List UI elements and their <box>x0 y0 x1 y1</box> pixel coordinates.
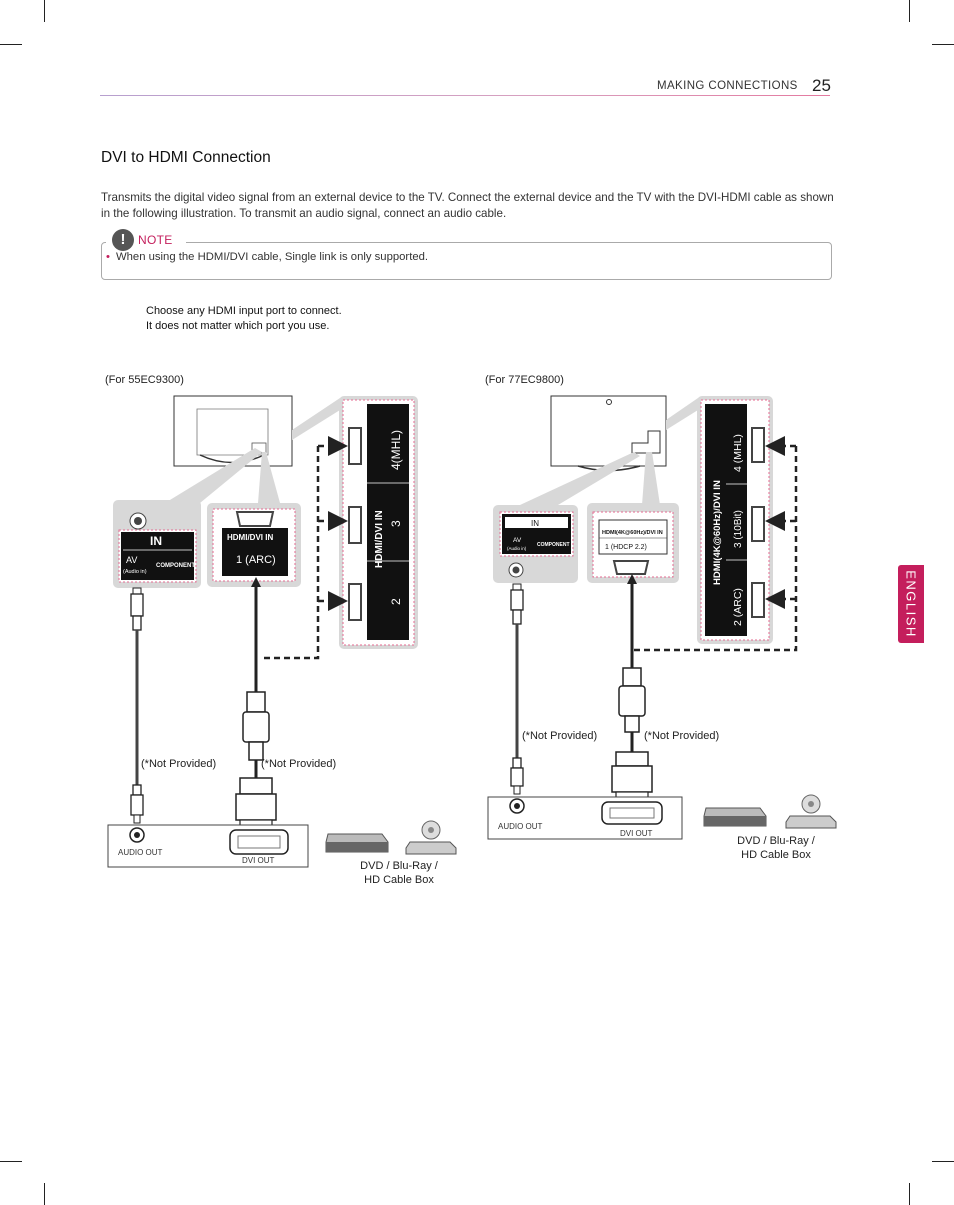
tv-rear-illustration <box>173 395 293 467</box>
right-diagram-caption: (For 77EC9800) <box>485 374 564 386</box>
dvi-out-label: DVI OUT <box>620 829 653 838</box>
side-port-3: 3 <box>389 520 403 527</box>
not-provided-hdmi-cable: (*Not Provided) <box>644 730 720 742</box>
audio-in-label: (Audio in) <box>123 569 147 575</box>
hdmi-1-panel: HDMI(4K@60Hz)/DVI IN 1 (HDCP 2.2) <box>587 503 679 583</box>
in-label: IN <box>531 519 539 528</box>
hdmi-port-number: 1 (HDCP 2.2) <box>605 544 647 551</box>
right-connection-diagram: IN AV (Audio in) COMPONENT HDMI(4K@60Hz)… <box>487 395 798 840</box>
header-rule <box>100 95 830 96</box>
note-box <box>101 242 832 280</box>
crop-mark <box>44 1183 45 1205</box>
external-device-panel <box>107 824 309 868</box>
note-item-text: When using the HDMI/DVI cable, Single li… <box>115 251 429 263</box>
not-provided-audio-cable: (*Not Provided) <box>141 758 217 770</box>
hdmi-port-number: 1 (ARC) <box>236 554 276 566</box>
crop-mark <box>909 1183 910 1205</box>
av-label: AV <box>513 537 522 544</box>
note-item: • When using the HDMI/DVI cable, Single l… <box>106 251 428 263</box>
in-label: IN <box>150 534 162 548</box>
crop-mark <box>0 1161 22 1162</box>
hdmi-side-panel: HDMI(4K@60Hz)/DVI IN 4 (MHL) 3 (10Bit) 2… <box>697 396 773 644</box>
side-port-2: 2 <box>389 598 403 605</box>
instruction-line: It does not matter which port you use. <box>146 319 330 332</box>
section-title: DVI to HDMI Connection <box>101 149 271 166</box>
left-device-caption: DVD / Blu-Ray / HD Cable Box <box>354 859 444 887</box>
hdmi-port-label: HDMI(4K@60Hz)/DVI IN <box>602 530 663 536</box>
hdmi-port-label: HDMI/DVI IN <box>227 533 273 542</box>
dvi-out-label: DVI OUT <box>242 856 275 865</box>
side-port-4: 4 (MHL) <box>732 434 744 472</box>
audio-cable <box>130 587 144 824</box>
audio-out-label: AUDIO OUT <box>498 822 543 831</box>
not-provided-audio-cable: (*Not Provided) <box>522 730 598 742</box>
side-port-3: 3 (10Bit) <box>733 510 744 548</box>
side-port-4: 4(MHL) <box>389 430 403 470</box>
alternate-port-arrows <box>260 436 348 660</box>
external-device-panel <box>487 796 683 840</box>
bullet-icon: • <box>106 251 110 263</box>
page-number: 25 <box>812 76 831 95</box>
source-devices-icon <box>703 794 837 829</box>
right-device-caption: DVD / Blu-Ray / HD Cable Box <box>730 834 822 862</box>
language-tab: ENGLISH <box>898 565 924 643</box>
crop-mark <box>932 1161 954 1162</box>
av-label: AV <box>126 555 137 565</box>
audio-cable <box>510 583 524 795</box>
left-diagram-caption: (For 55EC9300) <box>105 374 184 386</box>
device-caption-line: DVD / Blu-Ray / <box>360 860 438 872</box>
side-panel-label: HDMI/DVI IN <box>374 510 385 568</box>
note-label: NOTE <box>138 233 173 247</box>
device-caption-line: DVD / Blu-Ray / <box>737 835 815 847</box>
crop-mark <box>44 0 45 22</box>
device-caption-line: HD Cable Box <box>364 874 434 886</box>
hdmi-side-panel: HDMI/DVI IN 4(MHL) 3 2 <box>339 396 418 649</box>
source-devices-icon <box>325 820 457 855</box>
side-port-2: 2 (ARC) <box>732 588 744 626</box>
side-panel-label: HDMI(4K@60Hz)/DVI IN <box>712 480 723 585</box>
av-input-panel: IN AV (Audio in) COMPONENT <box>113 500 201 588</box>
language-tab-label: ENGLISH <box>903 570 919 638</box>
component-label: COMPONENT <box>156 563 195 569</box>
av-input-panel: IN AV (Audio in) COMPONENT <box>493 505 578 583</box>
running-header: MAKING CONNECTIONS <box>657 80 798 92</box>
device-caption-line: HD Cable Box <box>741 849 811 861</box>
instructions: Choose any HDMI input port to connect. I… <box>146 304 342 333</box>
hdmi-dvi-cable <box>235 577 277 829</box>
instruction-line: Choose any HDMI input port to connect. <box>146 305 342 317</box>
crop-mark <box>0 44 22 45</box>
audio-out-label: AUDIO OUT <box>118 848 163 857</box>
hdmi-dvi-cable <box>611 574 653 801</box>
crop-mark <box>932 44 954 45</box>
crop-mark <box>909 0 910 22</box>
audio-in-label: (Audio in) <box>507 546 527 551</box>
left-connection-diagram: IN AV (Audio in) COMPONENT HDMI/DVI IN 1… <box>107 395 418 868</box>
hdmi-1-panel: HDMI/DVI IN 1 (ARC) <box>207 503 301 587</box>
alternate-port-arrows <box>634 436 798 652</box>
body-paragraph: Transmits the digital video signal from … <box>101 191 834 220</box>
not-provided-hdmi-cable: (*Not Provided) <box>261 758 337 770</box>
exclamation-icon: ! <box>112 229 134 251</box>
component-label: COMPONENT <box>537 542 570 548</box>
